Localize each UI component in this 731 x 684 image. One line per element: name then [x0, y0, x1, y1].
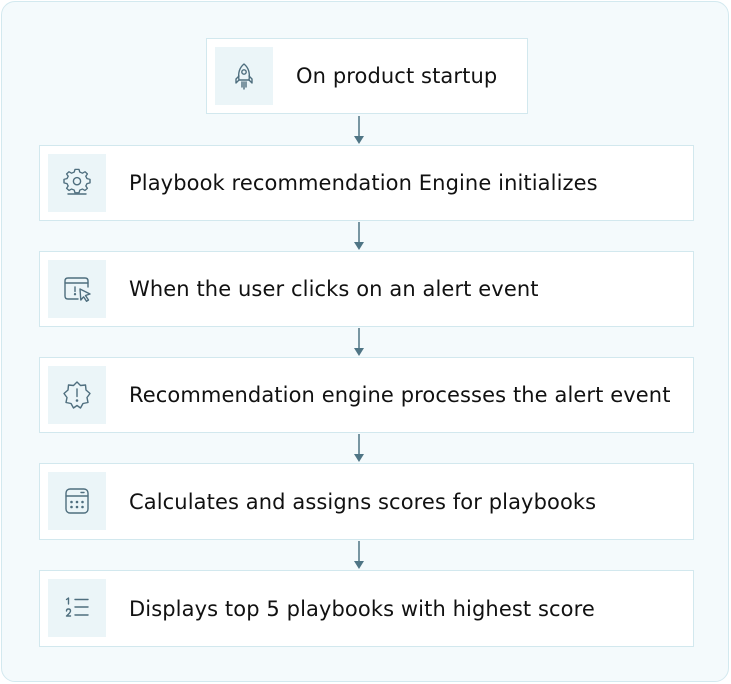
flow-step-calculate-scores: Calculates and assigns scores for playbo…	[39, 463, 694, 540]
flow-arrow	[354, 434, 364, 462]
step-label: Displays top 5 playbooks with highest sc…	[129, 596, 595, 621]
flow-step-product-startup: On product startup	[206, 38, 528, 114]
numbered-list-icon	[48, 579, 106, 637]
flow-step-user-clicks-alert: When the user clicks on an alert event	[39, 251, 694, 327]
flow-step-display-top-playbooks: Displays top 5 playbooks with highest sc…	[39, 570, 694, 647]
flow-arrow	[354, 541, 364, 569]
gear-icon	[48, 154, 106, 212]
flow-step-engine-initializes: Playbook recommendation Engine initializ…	[39, 145, 694, 221]
step-label: Playbook recommendation Engine initializ…	[129, 171, 598, 195]
flow-arrow	[354, 116, 364, 144]
browser-cursor-alert-icon	[48, 260, 106, 318]
flow-step-engine-processes: Recommendation engine processes the aler…	[39, 357, 694, 433]
step-label: When the user clicks on an alert event	[129, 277, 539, 301]
flow-arrow	[354, 222, 364, 250]
step-label: On product startup	[296, 64, 498, 88]
step-label: Recommendation engine processes the aler…	[129, 383, 671, 407]
flow-arrow	[354, 328, 364, 356]
rocket-icon	[215, 47, 273, 105]
badge-alert-icon	[48, 366, 106, 424]
calculator-icon	[48, 472, 106, 530]
step-label: Calculates and assigns scores for playbo…	[129, 489, 597, 514]
